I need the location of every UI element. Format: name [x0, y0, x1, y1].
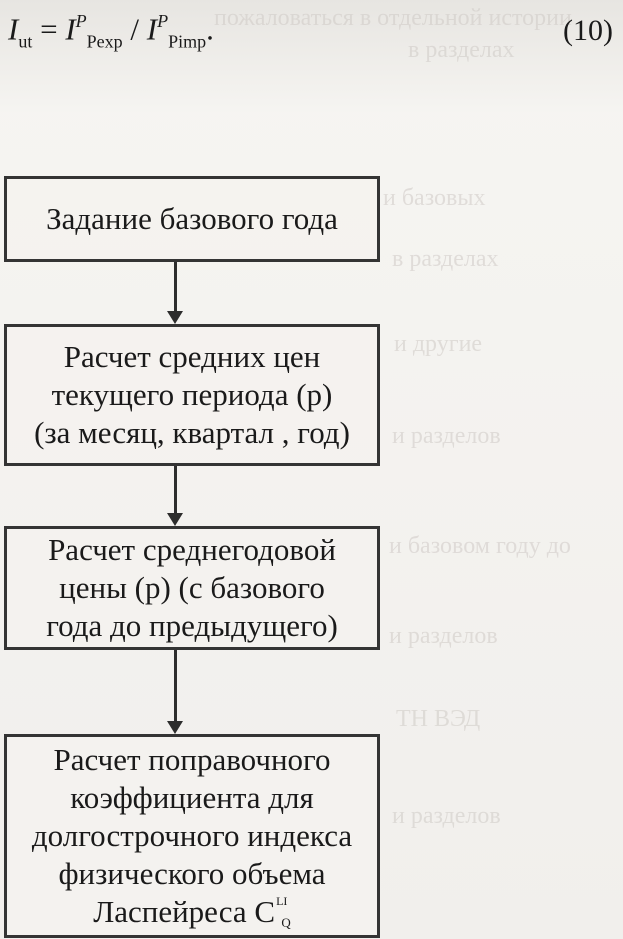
formula-term2-superscript: P [157, 11, 169, 31]
show-through-text: пожаловаться в отдельной истории [214, 5, 572, 31]
laspeyres-symbol-base: C [254, 893, 276, 929]
arrow-1-head [167, 311, 183, 324]
formula-term1-subscript: Pexp [86, 31, 123, 52]
flowchart-step-annual-price-line-1: Расчет среднегодовой [48, 532, 336, 568]
formula-line: Iut = IPPexp / IPPimp. (10) [8, 10, 613, 66]
formula-equals: = [40, 11, 58, 47]
formula-slash: / [130, 11, 140, 47]
flowchart-step-adjustment-coefficient-line-3: долгострочного индекса [31, 817, 353, 853]
show-through-text: и базовых [383, 185, 486, 211]
flowchart-step-base-year: Задание базового года [4, 176, 380, 262]
formula-term2-subscript: Pimp [168, 31, 207, 52]
formula-term1: I [65, 11, 76, 47]
show-through-text: в разделах [392, 246, 499, 272]
formula-lhs: I [8, 11, 19, 47]
laspeyres-symbol-superscript: LI [276, 893, 288, 908]
flowchart-step-current-prices-line-1: Расчет средних цен [63, 339, 321, 375]
arrow-2-head [167, 513, 183, 526]
arrow-3-line [174, 650, 177, 722]
arrow-1-line [174, 262, 177, 312]
formula-term2: I [146, 11, 158, 47]
flowchart-step-adjustment-coefficient-line-2: коэффициента для [70, 780, 314, 816]
formula-expression: Iut = IPPexp / IPPimp. [8, 12, 214, 51]
show-through-text: и разделов [392, 803, 501, 829]
formula-number: (10) [563, 14, 613, 47]
show-through-text: и другие [394, 331, 483, 357]
flowchart-step-base-year-text: Задание базового года [46, 201, 338, 237]
flowchart-step-current-prices-line-2: текущего периода (р) [51, 377, 333, 413]
show-through-text: ТН ВЭД [396, 706, 481, 732]
flowchart-step-annual-price: Расчет среднегодовой цены (р) (с базовог… [4, 526, 380, 650]
flowchart-step-current-prices: Расчет средних цен текущего периода (р) … [4, 324, 380, 466]
show-through-text: и базовом году до [389, 533, 571, 559]
flowchart-step-adjustment-coefficient: Расчет поправочного коэффициента для дол… [4, 734, 380, 938]
flowchart-step-adjustment-coefficient-line-5: Ласпейреса CLI Q [32, 893, 352, 931]
flowchart-step-adjustment-coefficient-line-1: Расчет поправочного [53, 742, 331, 778]
show-through-text: и разделов [392, 423, 501, 449]
formula-term1-superscript: P [75, 11, 87, 31]
show-through-text: и разделов [389, 623, 498, 649]
formula-lhs-subscript: ut [18, 31, 33, 52]
laspeyres-symbol-subscript: Q [281, 914, 291, 930]
laspeyres-symbol: CLI Q [254, 893, 291, 930]
flowchart-step-adjustment-coefficient-line-5-text: Ласпейреса [93, 893, 247, 929]
arrow-2-line [174, 466, 177, 514]
flowchart-step-current-prices-line-3: (за месяц, квартал , год) [34, 414, 350, 450]
show-through-text: в разделах [408, 37, 515, 63]
flowchart-step-adjustment-coefficient-line-4: физического объема [58, 855, 326, 891]
flowchart-step-annual-price-line-3: года до предыдущего) [46, 607, 338, 643]
formula-period: . [206, 11, 214, 47]
arrow-3-head [167, 721, 183, 734]
flowchart-step-annual-price-line-2: цены (р) (с базового [59, 570, 325, 606]
